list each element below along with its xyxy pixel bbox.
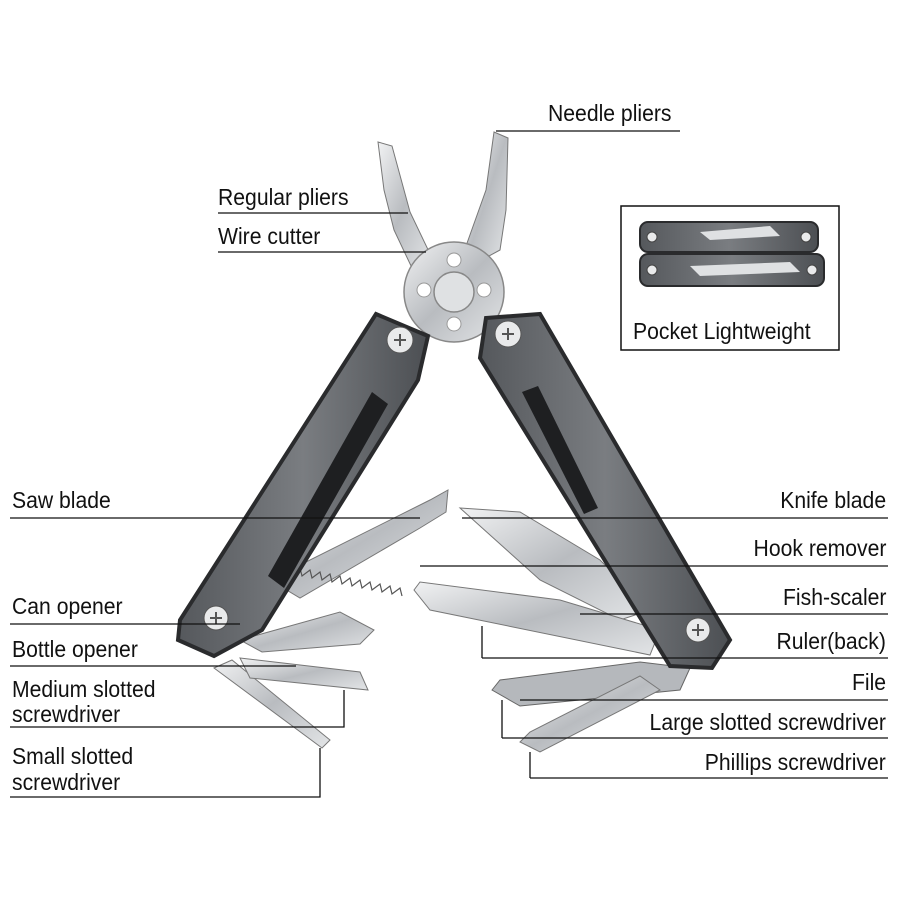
right-jaw — [465, 131, 509, 263]
leader-lines — [10, 130, 888, 798]
rivet — [685, 617, 711, 643]
label-bottle-opener: Bottle opener — [12, 636, 138, 662]
label-fish-scaler: Fish-scaler — [782, 584, 886, 610]
inset-caption: Pocket Lightweight — [633, 318, 811, 344]
inset-folded-tool — [620, 205, 840, 351]
rivet — [386, 326, 414, 354]
pliers-head — [377, 131, 509, 343]
label-medium-slotted-line2: screwdriver — [12, 701, 121, 727]
pivot-center — [433, 271, 475, 313]
label-needle-pliers: Needle pliers — [548, 100, 672, 126]
label-knife-blade: Knife blade — [780, 487, 886, 513]
label-phillips: Phillips screwdriver — [704, 749, 886, 775]
saw-blade — [268, 489, 449, 599]
left-jaw — [377, 141, 433, 269]
left-handle-slot — [268, 392, 388, 588]
label-small-slotted-line1: Small slotted — [12, 743, 134, 769]
left-handle — [175, 311, 431, 659]
right-handle-slot — [522, 386, 598, 514]
label-can-opener: Can opener — [12, 593, 123, 619]
label-ruler: Ruler(back) — [776, 628, 886, 654]
label-hook-remover: Hook remover — [753, 535, 886, 561]
phillips-tool — [519, 675, 661, 753]
left-screwdrivers — [213, 611, 375, 749]
rivet — [203, 605, 229, 631]
rivet — [494, 320, 522, 348]
label-large-slotted: Large slotted screwdriver — [649, 709, 886, 735]
label-regular-pliers: Regular pliers — [218, 184, 349, 210]
label-file: File — [851, 669, 886, 695]
label-wire-cutter: Wire cutter — [218, 223, 321, 249]
label-small-slotted-line2: screwdriver — [12, 769, 121, 795]
label-medium-slotted-line1: Medium slotted — [12, 676, 156, 702]
label-saw-blade: Saw blade — [12, 487, 111, 513]
